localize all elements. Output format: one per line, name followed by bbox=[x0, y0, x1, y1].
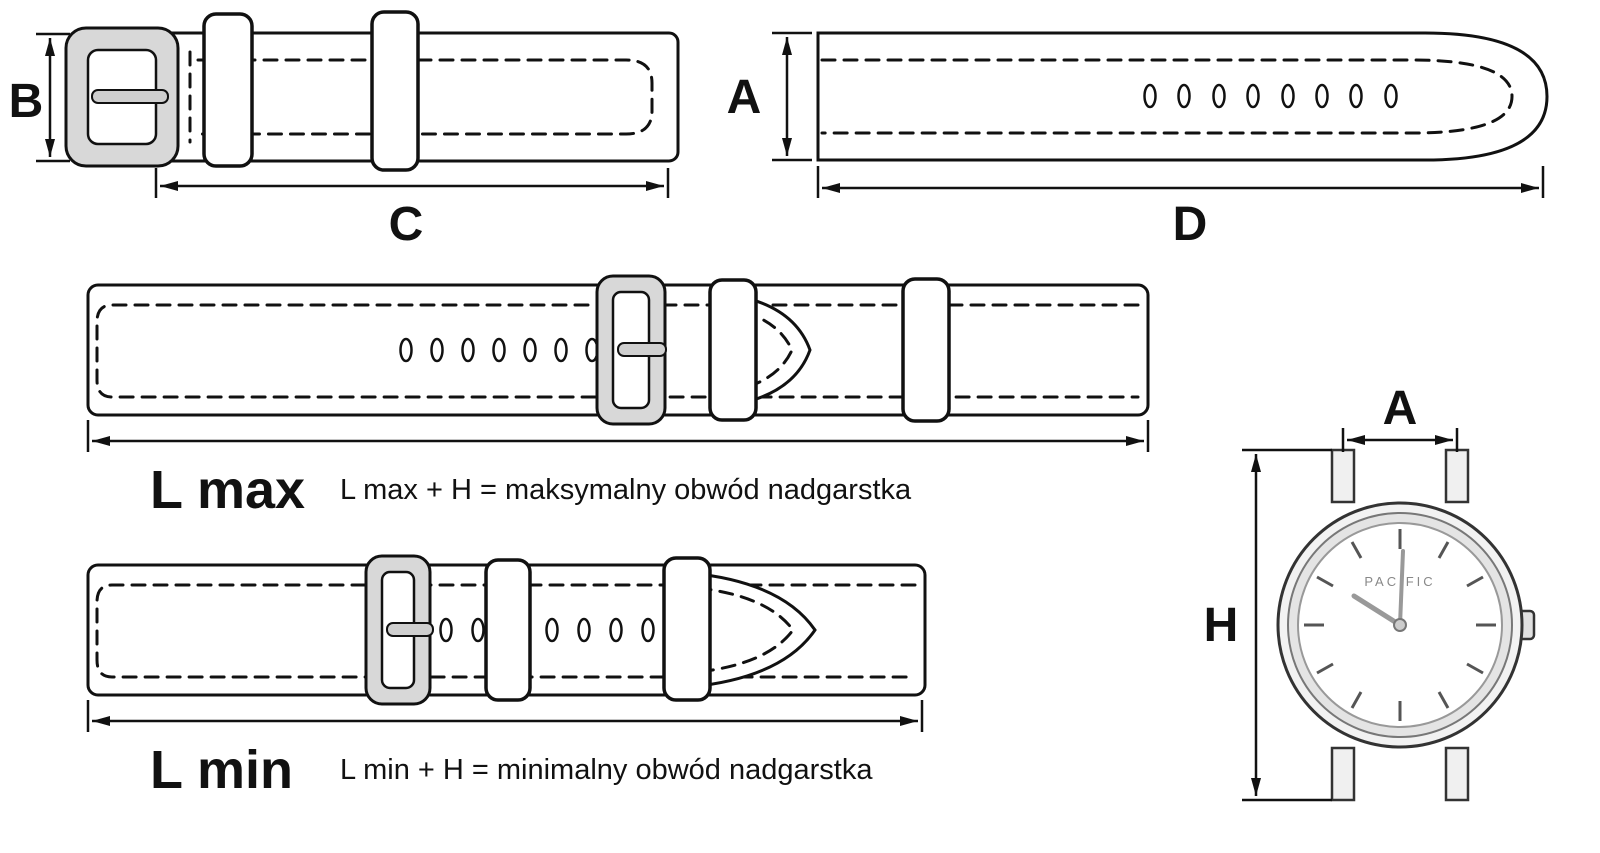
l-min-diagram: L min L min + H = minimalny obwód nadgar… bbox=[86, 554, 927, 800]
watch-hands bbox=[1351, 549, 1407, 632]
buckle-icon bbox=[64, 26, 180, 168]
strap-holes bbox=[1143, 83, 1398, 109]
l-max-stitching-top bbox=[95, 303, 1140, 399]
buckle-piece-diagram: B C bbox=[9, 10, 680, 251]
minute-hand bbox=[1398, 549, 1405, 627]
l-min-holes bbox=[439, 617, 655, 643]
hour-hand bbox=[1351, 593, 1403, 628]
label-C: C bbox=[389, 198, 424, 251]
dimension-A-watch: A bbox=[1341, 382, 1459, 452]
strap-hole bbox=[577, 617, 591, 643]
long-piece-diagram: A D bbox=[727, 31, 1549, 251]
strap-hole bbox=[609, 617, 623, 643]
buckle-icon bbox=[364, 554, 434, 706]
dimension-B: B bbox=[9, 32, 70, 163]
strap-hole bbox=[1315, 83, 1329, 109]
strap-hole bbox=[430, 337, 444, 363]
strap-hole bbox=[461, 337, 475, 363]
buckle-prong bbox=[91, 89, 169, 104]
strap-hole bbox=[545, 617, 559, 643]
label-B: B bbox=[9, 75, 44, 128]
watch-lug bbox=[1444, 746, 1470, 802]
strap-hole bbox=[1177, 83, 1191, 109]
dimension-C: C bbox=[154, 168, 670, 251]
strap-hole bbox=[1143, 83, 1157, 109]
strap-hole bbox=[554, 337, 568, 363]
strap-tip-stitching bbox=[696, 586, 795, 674]
hands-pivot bbox=[1393, 618, 1407, 632]
watch-lug bbox=[1330, 448, 1356, 504]
strap-hole bbox=[492, 337, 506, 363]
strap-hole bbox=[1246, 83, 1260, 109]
hour-markers bbox=[1304, 529, 1496, 721]
dimension-A-strap: A bbox=[727, 31, 812, 162]
strap-hole bbox=[1384, 83, 1398, 109]
strap-hole bbox=[1212, 83, 1226, 109]
buckle-icon bbox=[595, 274, 667, 426]
keeper-loop bbox=[708, 278, 758, 422]
strap-hole bbox=[523, 337, 537, 363]
buckle-prong bbox=[617, 342, 667, 357]
dimension-H: H bbox=[1204, 448, 1332, 802]
label-D: D bbox=[1173, 198, 1208, 251]
keeper-loop bbox=[370, 10, 420, 172]
label-l-max: L max bbox=[150, 460, 305, 520]
strap-hole bbox=[1349, 83, 1363, 109]
keeper-loop bbox=[662, 556, 712, 702]
strap-hole bbox=[641, 617, 655, 643]
watch-diagram: PACIFIC A H bbox=[1204, 382, 1536, 802]
watch-brand: PACIFIC bbox=[1364, 574, 1435, 589]
label-A-watch: A bbox=[1383, 382, 1418, 435]
l-max-formula: L max + H = maksymalny obwód nadgarstka bbox=[340, 474, 912, 506]
strap-hole bbox=[439, 617, 453, 643]
buckle-prong bbox=[386, 622, 434, 637]
label-l-min: L min bbox=[150, 740, 293, 800]
strap-hole bbox=[399, 337, 413, 363]
dimension-L-min bbox=[86, 700, 924, 732]
strap-tip bbox=[688, 571, 817, 689]
watch-lug bbox=[1444, 448, 1470, 504]
dimension-L-max bbox=[86, 420, 1150, 452]
l-max-holes bbox=[399, 337, 599, 363]
dimension-D: D bbox=[816, 166, 1545, 251]
label-H: H bbox=[1204, 599, 1239, 652]
keeper-loop bbox=[484, 558, 532, 702]
strap-tip-outline bbox=[688, 571, 817, 689]
l-max-diagram: L max L max + H = maksymalny obwód nadga… bbox=[86, 274, 1150, 520]
keeper-loop bbox=[202, 12, 254, 168]
label-A-strap: A bbox=[727, 71, 762, 124]
strap-hole bbox=[1281, 83, 1295, 109]
watch-lug bbox=[1330, 746, 1356, 802]
l-min-formula: L min + H = minimalny obwód nadgarstka bbox=[340, 754, 873, 786]
buckle-strap-stitching bbox=[196, 58, 654, 136]
keeper-loop bbox=[901, 277, 951, 423]
l-min-stitching bbox=[95, 583, 917, 679]
long-strap-stitching bbox=[820, 58, 1514, 135]
strap-hole bbox=[471, 617, 485, 643]
